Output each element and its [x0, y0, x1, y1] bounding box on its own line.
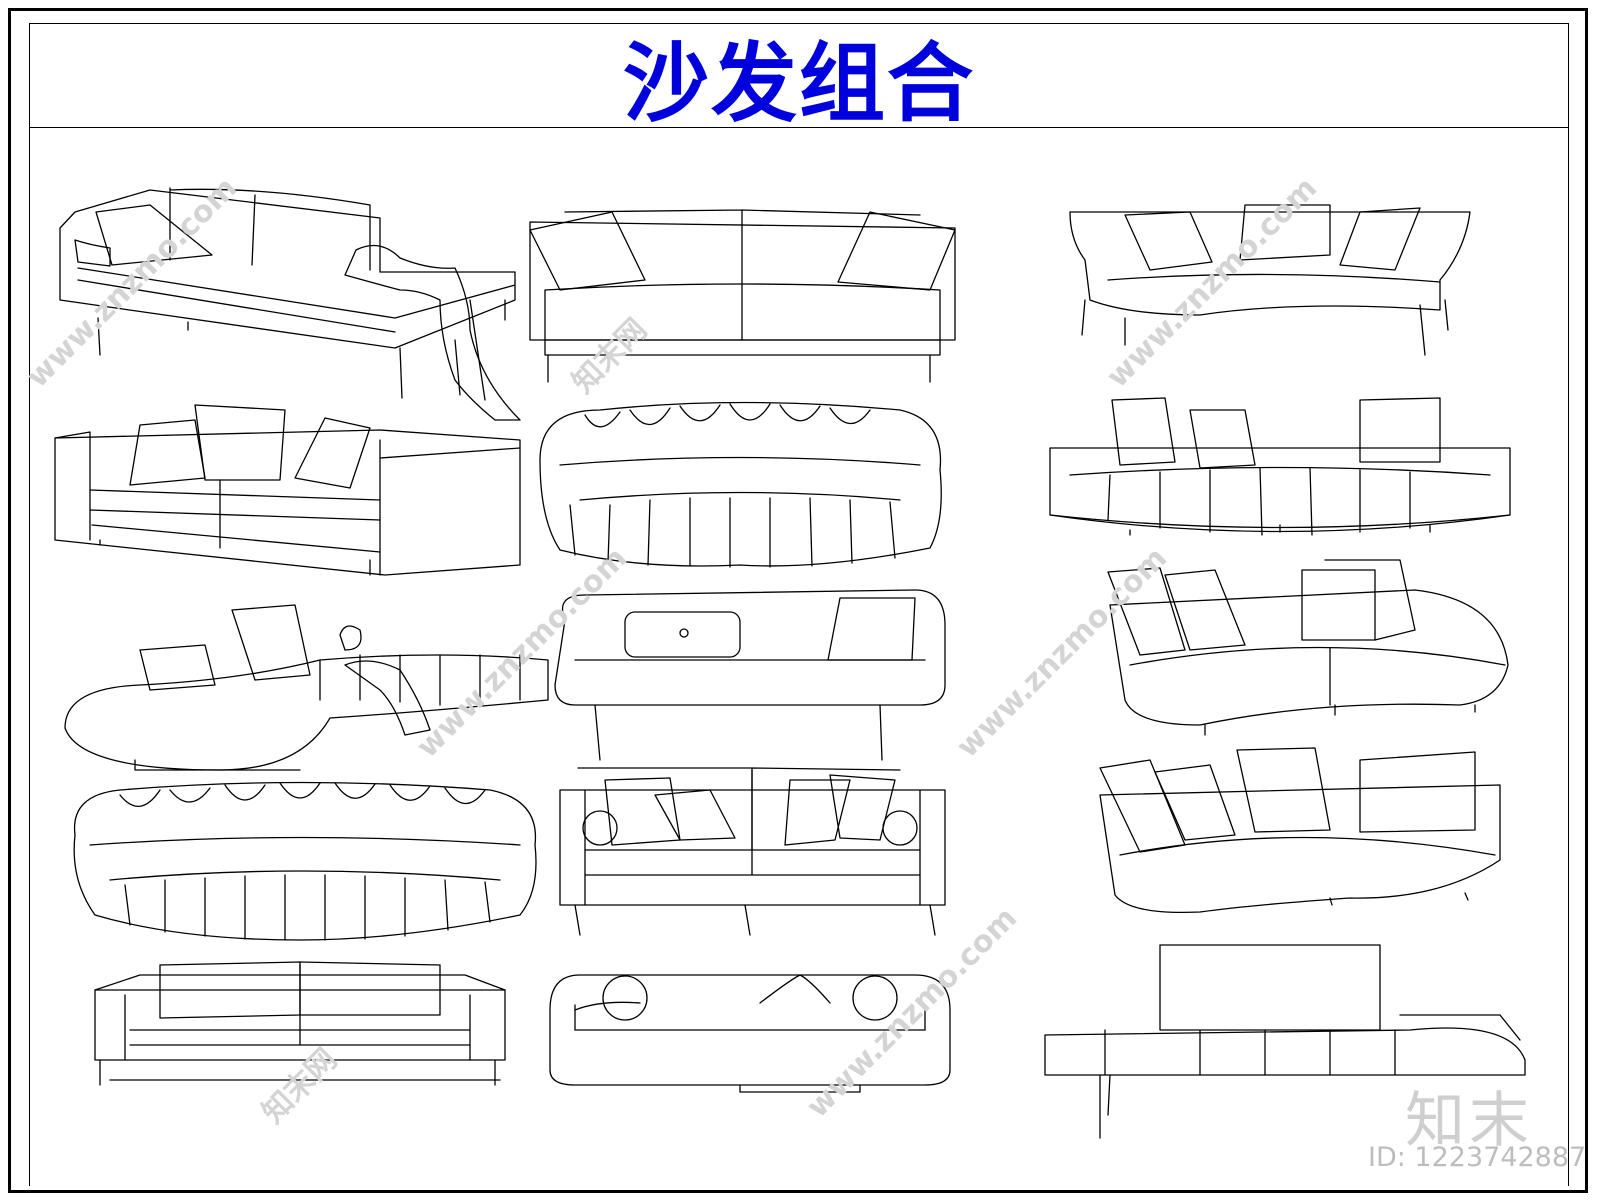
- sofa-curved-sectional: [1107, 559, 1509, 736]
- sheet-title: 沙发组合: [623, 32, 975, 134]
- drawing-sheet-border: [8, 8, 1588, 1193]
- sofa-slim-frame: [94, 961, 506, 1086]
- title-bar: 沙发组合: [29, 23, 1569, 134]
- sofa-bubble-large: [73, 781, 537, 941]
- sofa-box-arm: [54, 404, 521, 576]
- drawing-id: ID: 1223742887: [1368, 1142, 1587, 1173]
- sofa-chaise-throw: [59, 187, 521, 421]
- sofa-bolster: [559, 767, 946, 936]
- sofa-modular-curve: [1049, 397, 1511, 536]
- brand-logo-text: 知末: [1405, 1086, 1533, 1156]
- sofa-ball-cushion: [549, 974, 951, 1093]
- inner-frame: [29, 23, 1569, 1186]
- sofa-round-modular: [64, 604, 549, 771]
- sofa-bench: [1044, 944, 1526, 1139]
- sofa-curved-pillows: [1099, 747, 1501, 914]
- sofa-curved-low: [1069, 204, 1471, 356]
- sofa-two-seat-pillows: [529, 209, 956, 383]
- sofa-rounded-arm: [554, 589, 946, 761]
- sofa-bubble-small: [539, 401, 942, 568]
